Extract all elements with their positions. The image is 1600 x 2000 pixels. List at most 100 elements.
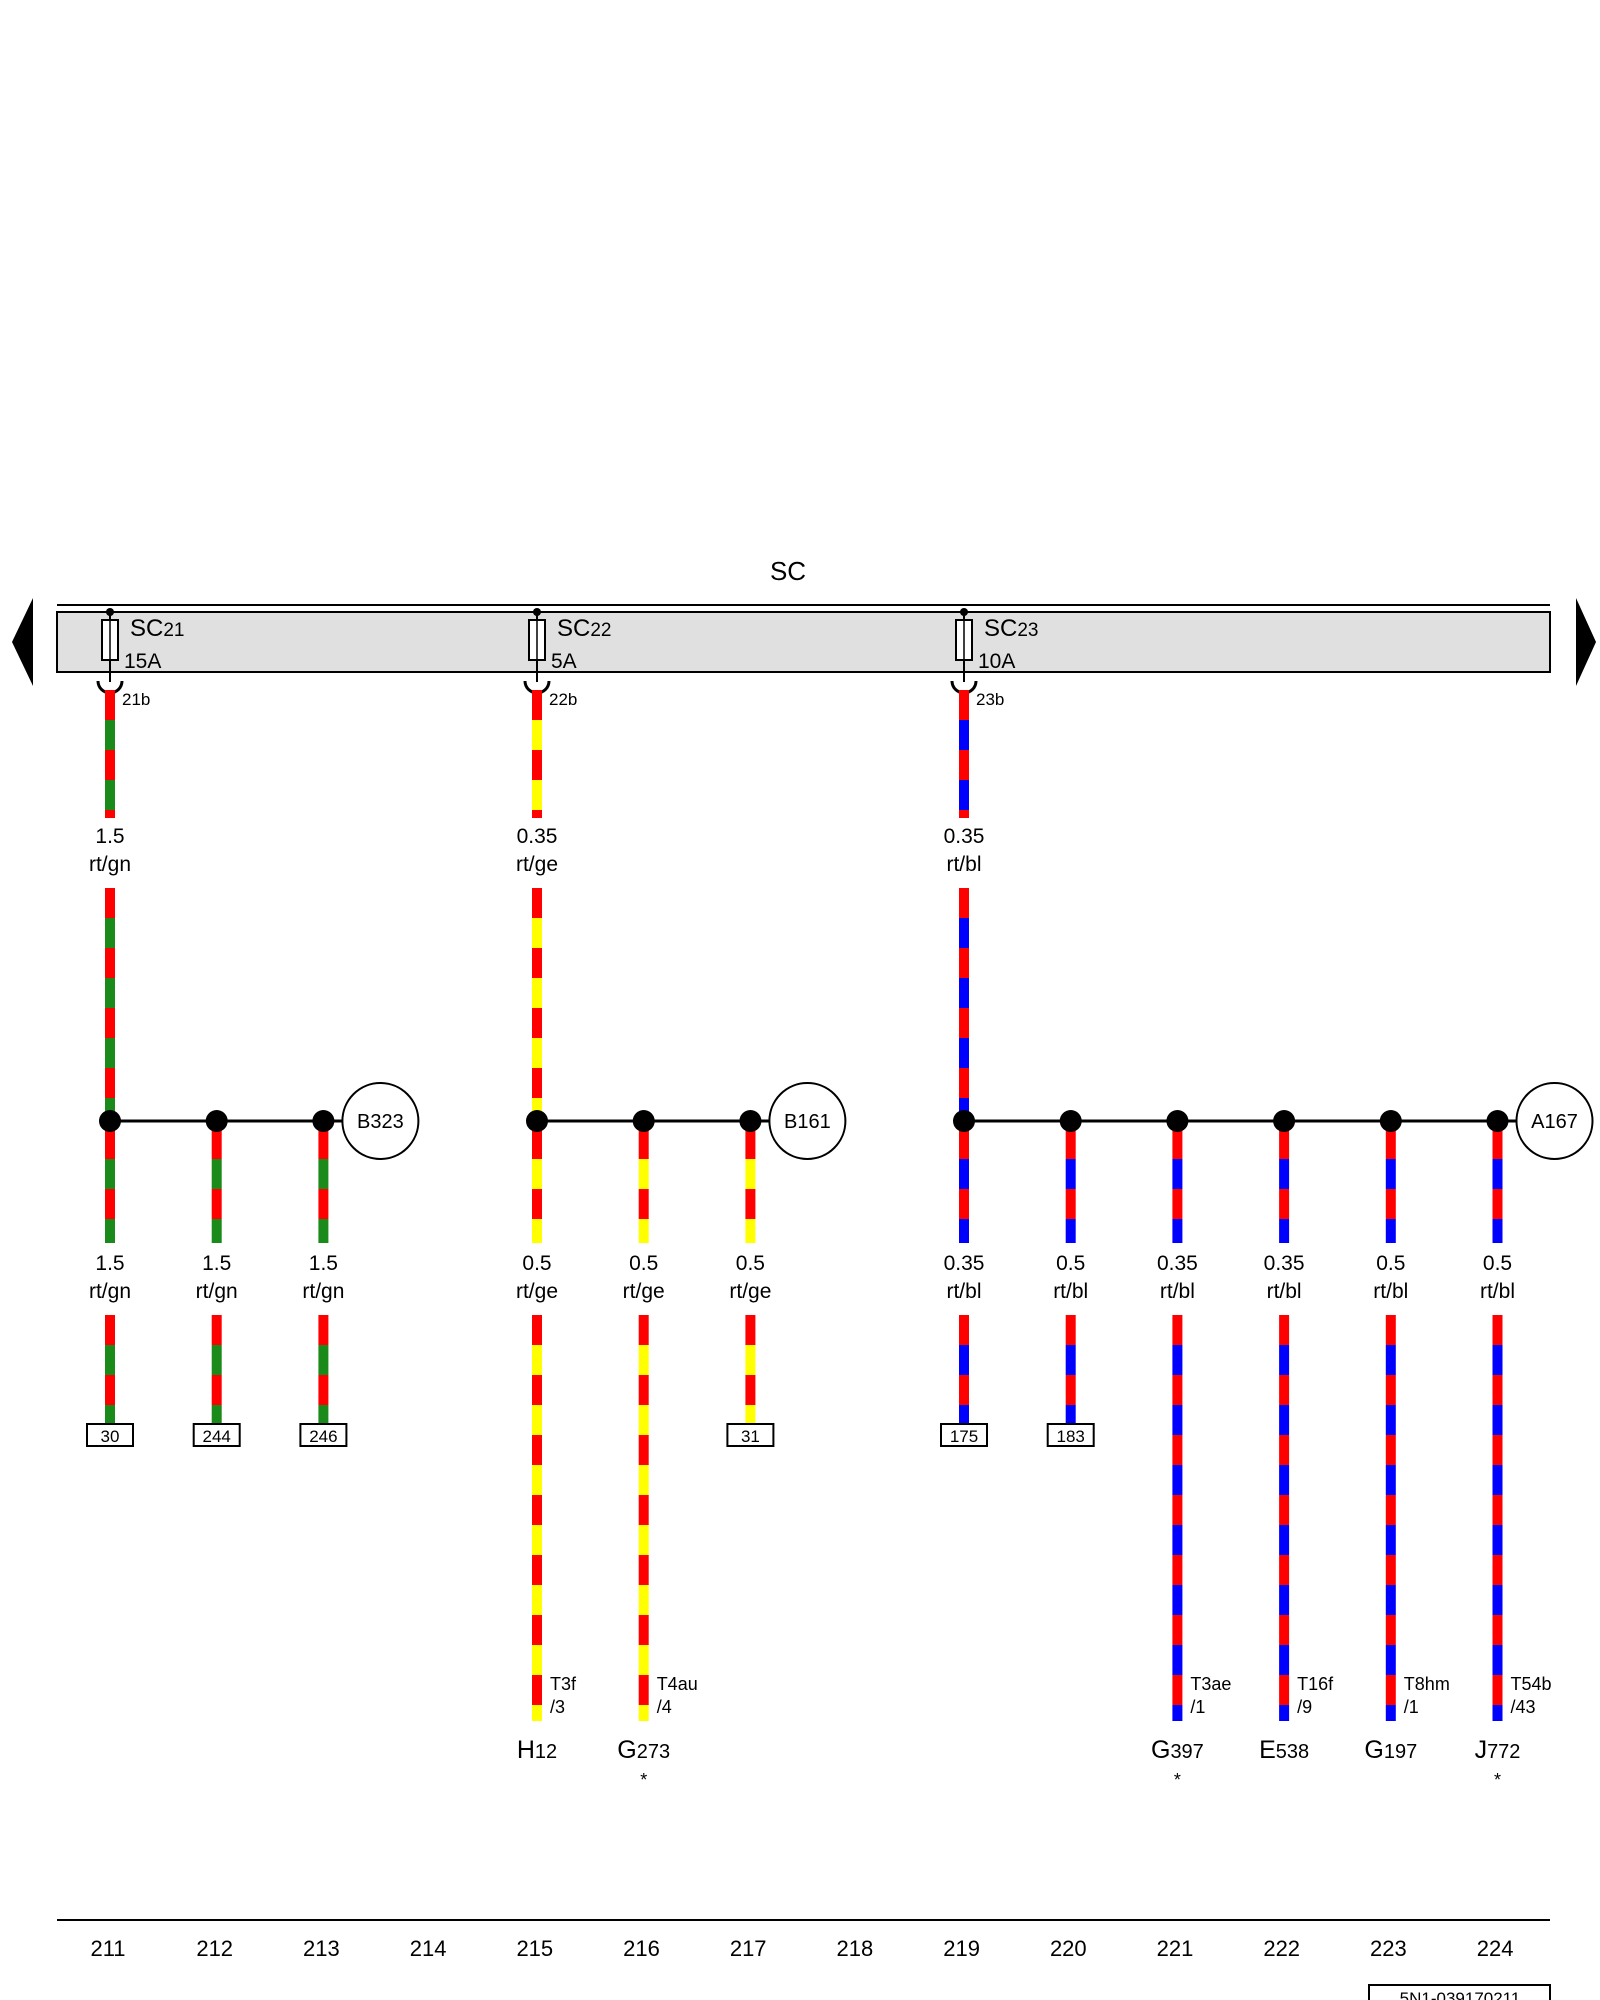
trunk-wire-top-segment [959, 780, 969, 810]
branch-wire-top-segment [638, 1129, 649, 1159]
branch-size: 0.5 [736, 1252, 765, 1275]
fuse-rating: 5A [551, 650, 577, 673]
branch-wire-top-segment [1065, 1159, 1076, 1189]
splice-junction-dot [739, 1110, 762, 1132]
column-number: 224 [1477, 1936, 1514, 1961]
pin-label: /3 [550, 1697, 565, 1717]
trunk-wire-bottom-segment [105, 1008, 115, 1038]
branch-wire-bottom-segment [1172, 1315, 1183, 1345]
branch-wire-bottom-segment [638, 1615, 649, 1645]
branch-wire-top-segment [745, 1219, 756, 1243]
fuse-rating-main: 10A [978, 650, 1015, 673]
splice-junction-dot [1166, 1110, 1189, 1132]
branch-wire-top-segment [532, 1189, 542, 1219]
branch-wire-top-segment [105, 1129, 115, 1159]
star-marker: * [1494, 1770, 1501, 1790]
branch-wire-bottom-segment [532, 1645, 542, 1675]
branch-wire-bottom-segment [1385, 1315, 1396, 1345]
branch-color: rt/bl [1373, 1280, 1408, 1303]
branch-wire-bottom-segment [1279, 1435, 1290, 1465]
column-number-main: 219 [943, 1936, 980, 1961]
branch-wire-bottom-segment [1172, 1585, 1183, 1615]
splice-junction-dot [99, 1110, 121, 1132]
trunk-wire-bottom-segment [959, 948, 969, 978]
trunk-wire-top-segment [105, 690, 115, 720]
branch-wire-bottom-segment [1385, 1345, 1396, 1375]
fuse-name-sub: 22 [590, 620, 611, 641]
branch-color: rt/bl [1160, 1280, 1195, 1303]
splice-circle [341, 1082, 420, 1160]
trunk-wire-top-segment [959, 720, 969, 750]
fuse-rating-main: 15A [124, 650, 161, 673]
branch-wire-bottom-segment [638, 1345, 649, 1375]
branch-size-main: 0.35 [1264, 1252, 1305, 1275]
trunk-wire-bottom-segment [959, 978, 969, 1008]
branch-wire-bottom-segment [105, 1375, 115, 1405]
branch-wire-bottom-segment [959, 1375, 969, 1405]
connector-label-main: T16f [1297, 1674, 1334, 1694]
terminal-label: 22b [549, 690, 577, 709]
reference-label-main: 31 [741, 1427, 760, 1446]
connector-label-main: T8hm [1404, 1674, 1450, 1694]
branch-size-main: 0.5 [736, 1252, 765, 1275]
trunk-size: 0.35 [944, 825, 985, 848]
component-label-sub: 273 [637, 1741, 670, 1763]
branch-color-main: rt/bl [946, 1280, 981, 1303]
branch-wire-bottom-segment [745, 1315, 756, 1345]
component-label-sub: 538 [1276, 1741, 1309, 1763]
trunk-wire-bottom-segment [532, 918, 542, 948]
branch-wire-top [105, 1129, 115, 1243]
trunk-wire-top [105, 690, 115, 818]
branch-wire-bottom-segment [959, 1405, 969, 1424]
branch-wire-bottom-segment [1492, 1555, 1503, 1585]
trunk-color-main: rt/gn [89, 853, 131, 876]
branch-wire-top-segment [959, 1219, 969, 1243]
branch-color: rt/gn [196, 1280, 238, 1303]
branch-wire-bottom-segment [1172, 1555, 1183, 1585]
left-arrow-icon [12, 598, 33, 686]
branch-wire-top-segment [211, 1129, 222, 1159]
splice-junction-dot [953, 1110, 975, 1132]
branch-color: rt/ge [623, 1280, 665, 1303]
connector-label: T4au [657, 1674, 698, 1694]
splice-label-main: A167 [1531, 1111, 1578, 1133]
reference-box [86, 1423, 134, 1447]
splice-label-main: B323 [357, 1111, 404, 1133]
branch-size: 1.5 [95, 1252, 124, 1275]
trunk-wire-bottom-segment [959, 1068, 969, 1098]
reference-label-main: 183 [1057, 1427, 1085, 1446]
splice-junction-dot [205, 1110, 228, 1132]
branch-wire-top [1172, 1129, 1183, 1243]
branch-wire-top-segment [1172, 1219, 1183, 1243]
branch-size: 0.5 [1056, 1252, 1085, 1275]
branch-wire-bottom-segment [1385, 1465, 1396, 1495]
pin-label: /9 [1297, 1697, 1312, 1717]
branch-color-main: rt/bl [1480, 1280, 1515, 1303]
pin-label-main: /1 [1404, 1697, 1419, 1717]
column-number-main: 223 [1370, 1936, 1407, 1961]
branch-wire-bottom-segment [1492, 1675, 1503, 1705]
splice-label: A167 [1531, 1111, 1578, 1133]
branch-color-main: rt/gn [89, 1280, 131, 1303]
branch-wire-bottom-segment [1492, 1615, 1503, 1645]
trunk-size-main: 0.35 [944, 825, 985, 848]
trunk-wire-bottom-segment [105, 918, 115, 948]
branch-wire-bottom-segment [211, 1345, 222, 1375]
branch-size: 1.5 [202, 1252, 231, 1275]
column-number-main: 216 [623, 1936, 660, 1961]
branch-wire-bottom-segment [532, 1705, 542, 1721]
branch-color-main: rt/bl [1160, 1280, 1195, 1303]
trunk-wire-top [959, 690, 969, 818]
branch-wire-top-segment [211, 1219, 222, 1243]
branch-size: 0.5 [522, 1252, 551, 1275]
branch-wire-bottom-segment [532, 1465, 542, 1495]
trunk-wire-bottom-segment [105, 1068, 115, 1098]
star-marker-main: * [1494, 1770, 1501, 1790]
branch-size: 0.5 [1376, 1252, 1405, 1275]
branch-color-main: rt/bl [1053, 1280, 1088, 1303]
branch-wire-top [638, 1129, 649, 1243]
branch-wire-bottom-segment [532, 1555, 542, 1585]
branch-wire-top-segment [211, 1189, 222, 1219]
branch-wire-bottom-segment [1279, 1495, 1290, 1525]
